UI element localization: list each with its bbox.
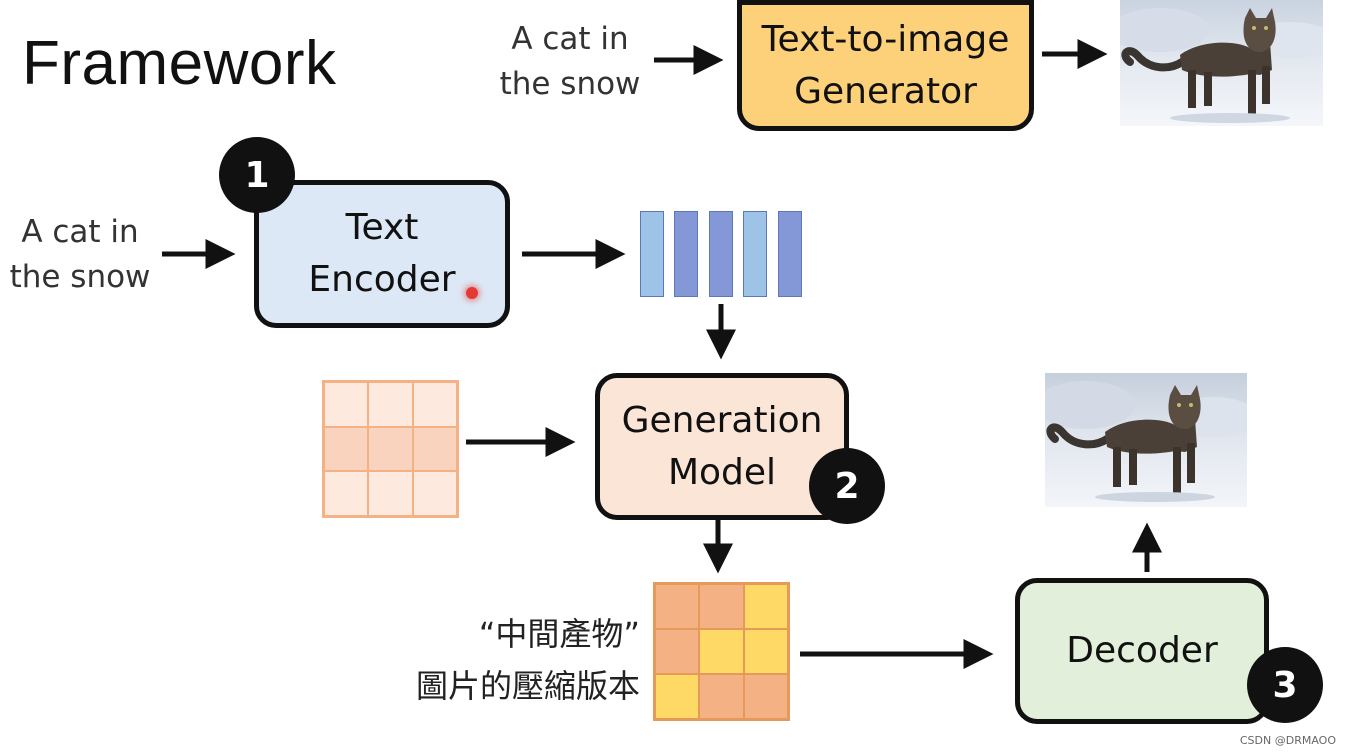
embedding-bar-2 bbox=[674, 211, 698, 297]
noise-cell bbox=[412, 382, 457, 427]
intermediate-caption-line2: 圖片的壓縮版本 bbox=[415, 667, 640, 705]
text-to-image-generator-box[interactable]: Text-to-image Generator bbox=[737, 0, 1034, 131]
generation-label-line2: Model bbox=[667, 451, 777, 493]
noise-cell bbox=[324, 471, 369, 516]
latent-output-grid bbox=[653, 582, 790, 721]
noise-cell bbox=[368, 382, 413, 427]
generator-label-line2: Generator bbox=[794, 70, 977, 112]
latent-cell bbox=[699, 629, 744, 674]
latent-cell bbox=[743, 584, 788, 629]
decoder-box[interactable]: Decoder bbox=[1015, 578, 1269, 724]
latent-cell bbox=[655, 584, 700, 629]
embedding-bar-1 bbox=[640, 211, 664, 297]
generation-label-line1: Generation bbox=[621, 399, 823, 441]
step-2-badge: 2 bbox=[809, 448, 885, 524]
noise-cell bbox=[412, 471, 457, 516]
encoder-label-line1: Text bbox=[345, 207, 419, 248]
slide-title: Framework bbox=[22, 29, 337, 98]
embedding-bar-3 bbox=[709, 211, 733, 297]
latent-cell bbox=[699, 584, 744, 629]
encoder-input-line2: the snow bbox=[9, 259, 151, 295]
noise-cell bbox=[324, 426, 369, 472]
top-input-text: A cat in the snow bbox=[490, 17, 650, 107]
decoder-label: Decoder bbox=[1066, 630, 1218, 671]
intermediate-caption: “中間產物” 圖片的壓縮版本 bbox=[330, 608, 640, 712]
generation-model-box[interactable]: Generation Model bbox=[595, 373, 849, 520]
top-input-line1: A cat in bbox=[511, 21, 629, 57]
encoder-input-text: A cat in the snow bbox=[0, 210, 160, 300]
latent-cell bbox=[655, 629, 700, 674]
text-encoder-box[interactable]: Text Encoder bbox=[254, 180, 510, 328]
latent-cell bbox=[655, 674, 700, 719]
generated-cat-image-top bbox=[1120, 0, 1323, 126]
latent-cell bbox=[743, 674, 788, 719]
intermediate-caption-line1: “中間產物” bbox=[478, 615, 640, 653]
embedding-bar-5 bbox=[778, 211, 802, 297]
noise-cell bbox=[368, 426, 413, 472]
step-1-badge: 1 bbox=[219, 137, 295, 213]
top-input-line2: the snow bbox=[499, 66, 641, 102]
noise-cell bbox=[324, 382, 369, 427]
embedding-bar-4 bbox=[743, 211, 767, 297]
pointer-dot-icon bbox=[466, 287, 478, 299]
footer-credit: CSDN @DRMAOO bbox=[1239, 734, 1336, 747]
step-3-badge: 3 bbox=[1247, 647, 1323, 723]
noise-input-grid bbox=[322, 380, 459, 518]
noise-cell bbox=[412, 426, 457, 472]
noise-cell bbox=[368, 471, 413, 516]
decoded-cat-image bbox=[1045, 373, 1247, 507]
latent-cell bbox=[743, 629, 788, 674]
latent-cell bbox=[699, 674, 744, 719]
encoder-input-line1: A cat in bbox=[21, 214, 139, 250]
generator-label-line1: Text-to-image bbox=[761, 18, 1010, 60]
encoder-label-line2: Encoder bbox=[308, 259, 456, 300]
